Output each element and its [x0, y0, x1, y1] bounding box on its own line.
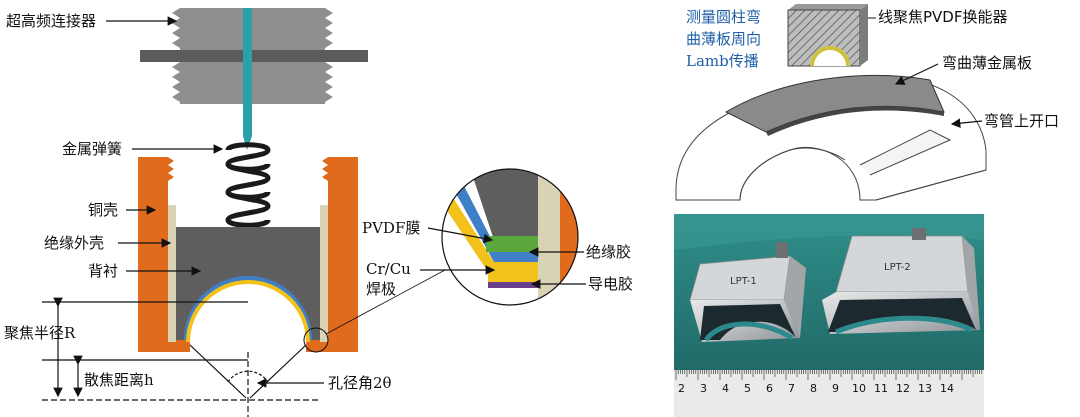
- label-conductive-glue: 导电胶: [588, 275, 633, 293]
- ruler-num: 9: [832, 382, 839, 395]
- ruler-num: 11: [874, 382, 888, 395]
- label-defocus-distance: 散焦距离h: [84, 371, 154, 389]
- label-electrode-line2: 焊极: [366, 280, 396, 298]
- label-connector: 超高频连接器: [6, 12, 96, 30]
- ruler-num: 6: [766, 382, 773, 395]
- transducer-photo: LPT-1 LPT-2 2 3 4 5 6 7 8 9: [674, 214, 984, 417]
- ruler-num: 8: [810, 382, 817, 395]
- label-spring: 金属弹簧: [62, 140, 122, 158]
- title-line-2: 曲薄板周向: [686, 30, 761, 48]
- probe-lpt-2: LPT-2: [822, 228, 980, 335]
- label-transducer: 线聚焦PVDF换能器: [878, 8, 1008, 26]
- metal-spring: [225, 142, 271, 228]
- label-aperture-angle: 孔径角2θ: [328, 374, 392, 392]
- insulating-shell-left: [168, 205, 176, 342]
- label-backing: 背衬: [88, 262, 118, 280]
- ruler-num: 5: [744, 382, 751, 395]
- connector: [140, 8, 368, 150]
- label-electrode-line1: Cr/Cu: [366, 260, 411, 278]
- title-line-1: 测量圆柱弯: [686, 8, 761, 26]
- backing: [176, 227, 320, 340]
- ruler: 2 3 4 5 6 7 8 9 10 11 12 13 14: [674, 370, 984, 417]
- photo-label-lpt1: LPT-1: [730, 276, 757, 287]
- title-line-3: Lamb传播: [686, 52, 759, 70]
- ruler-num: 14: [940, 382, 954, 395]
- ruler-num: 10: [852, 382, 866, 395]
- label-copper-shell: 铜壳: [88, 201, 118, 219]
- transducer-cross-section: 超高频连接器 金属弹簧 铜壳 绝缘外壳 背衬 聚焦半径R 散焦距离h 孔径角2θ: [4, 8, 446, 417]
- label-pvdf-film: PVDF膜: [362, 219, 420, 237]
- label-plate: 弯曲薄金属板: [942, 54, 1032, 72]
- ruler-num: 2: [678, 382, 685, 395]
- ruler-num: 12: [896, 382, 910, 395]
- photo-label-lpt2: LPT-2: [884, 262, 911, 273]
- label-insulating-glue: 绝缘胶: [586, 243, 631, 261]
- label-focus-radius: 聚焦半径R: [4, 324, 76, 342]
- ruler-num: 7: [788, 382, 795, 395]
- probe-lpt-1: LPT-1: [689, 242, 806, 342]
- zoom-detail: PVDF膜 Cr/Cu 焊极 绝缘胶 导电胶: [362, 168, 633, 306]
- insulating-shell-right: [320, 205, 328, 342]
- ruler-num: 13: [918, 382, 932, 395]
- line-focus-transducer: [787, 4, 868, 67]
- label-opening: 弯管上开口: [984, 112, 1059, 130]
- ruler-num: 4: [722, 382, 729, 395]
- label-insulating-shell: 绝缘外壳: [44, 234, 104, 252]
- ruler-num: 3: [700, 382, 707, 395]
- bent-plate-diagram: 测量圆柱弯 曲薄板周向 Lamb传播 线聚焦PVDF换能器 弯曲薄金属板 弯管上…: [675, 4, 1059, 201]
